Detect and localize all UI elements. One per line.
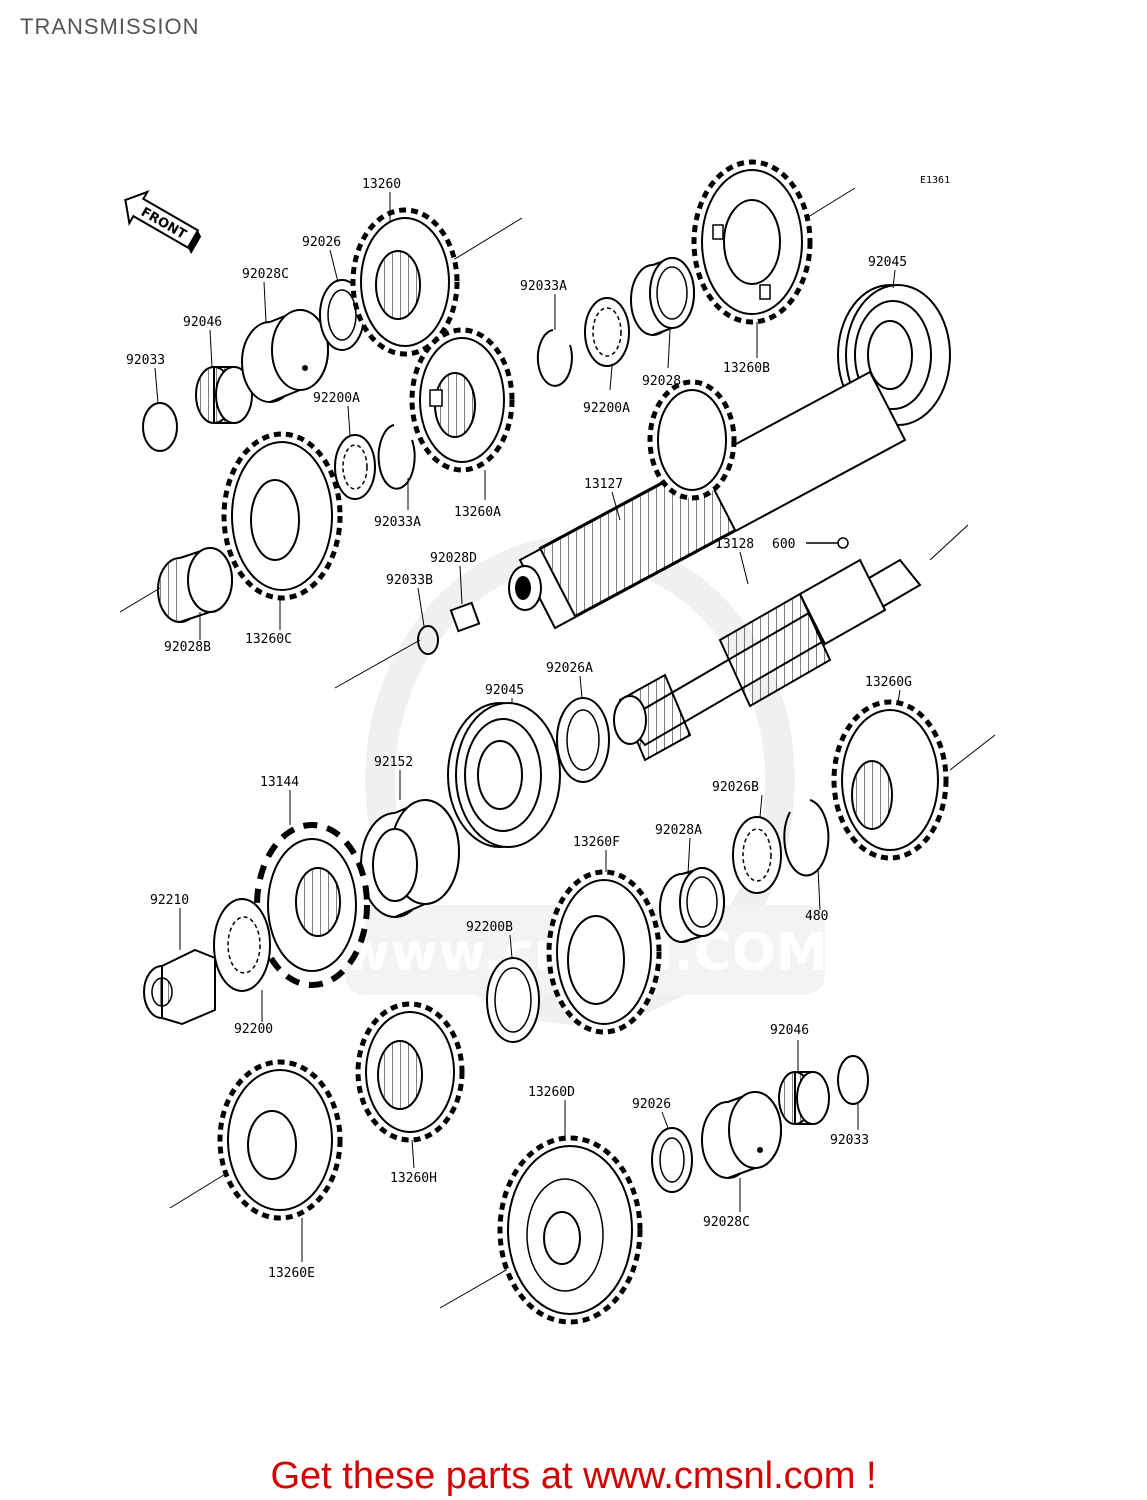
part-label[interactable]: 92210 (150, 893, 189, 908)
gear-13260C[interactable] (221, 431, 343, 601)
toothed-washer-92200A-lower[interactable] (334, 434, 376, 500)
needle-bearing-92046-lower[interactable] (778, 1071, 830, 1125)
part-label[interactable]: 92033A (520, 279, 567, 294)
bushing-92028A[interactable] (659, 866, 725, 943)
part-label[interactable]: 92028 (642, 374, 681, 389)
part-label[interactable]: 13260D (528, 1085, 575, 1100)
part-label[interactable]: 92033 (830, 1133, 869, 1148)
sprocket-13144[interactable] (254, 822, 370, 988)
gear-13260[interactable] (350, 207, 460, 357)
gear-13260G[interactable] (831, 699, 949, 861)
part-label[interactable]: 92028A (655, 823, 702, 838)
gear-13260B[interactable] (691, 159, 813, 325)
footer-link-text[interactable]: Get these parts at www.cmsnl.com ! (270, 1455, 877, 1497)
page-title: TRANSMISSION (20, 14, 200, 39)
part-label[interactable]: 92200A (583, 401, 630, 416)
part-label[interactable]: 600 (772, 537, 795, 552)
circlip-92033A-upper[interactable] (536, 329, 573, 387)
part-label[interactable]: 92028C (242, 267, 289, 282)
gear-13260F[interactable] (546, 869, 662, 1035)
ball-600[interactable] (806, 537, 849, 549)
part-label[interactable]: 92028B (164, 640, 211, 655)
gear-13260E[interactable] (217, 1059, 343, 1221)
washer-92200B[interactable] (486, 957, 540, 1043)
part-label[interactable]: 92026 (302, 235, 341, 250)
part-label[interactable]: 13260G (865, 675, 912, 690)
part-label[interactable]: 92045 (485, 683, 524, 698)
main-shaft-13127[interactable] (508, 370, 907, 630)
washer-92026A[interactable] (556, 697, 610, 783)
part-label[interactable]: 92045 (868, 255, 907, 270)
ball-bearing-92045-lower[interactable] (447, 702, 561, 848)
circlip-92033[interactable] (142, 402, 178, 452)
part-label[interactable]: 480 (805, 909, 828, 924)
circlip-92033B[interactable] (417, 625, 439, 655)
circlip-92033-lower[interactable] (837, 1055, 869, 1105)
washer-92026-lower[interactable] (651, 1127, 693, 1193)
part-label[interactable]: 92033B (386, 573, 433, 588)
drive-shaft-13128[interactable] (613, 558, 922, 762)
part-label[interactable]: 13260E (268, 1266, 315, 1281)
part-label[interactable]: 13260B (723, 361, 770, 376)
part-label[interactable]: 92026 (632, 1097, 671, 1112)
part-label[interactable]: 92200B (466, 920, 513, 935)
collar-92028C[interactable] (241, 308, 329, 403)
part-label[interactable]: 92152 (374, 755, 413, 770)
part-label[interactable]: 92033 (126, 353, 165, 368)
nut-92210[interactable] (143, 948, 216, 1026)
collar-92152[interactable] (360, 798, 460, 918)
spacer-92028D[interactable] (449, 601, 481, 633)
part-label[interactable]: 13260C (245, 632, 292, 647)
part-label[interactable]: 13260F (573, 835, 620, 850)
gear-13260D[interactable] (497, 1135, 643, 1325)
needle-bearing-92028B[interactable] (157, 546, 233, 623)
part-label[interactable]: 92028D (430, 551, 477, 566)
part-label[interactable]: 13128 (715, 537, 754, 552)
part-label[interactable]: 92026B (712, 780, 759, 795)
part-label[interactable]: 92046 (770, 1023, 809, 1038)
needle-bearing-92046[interactable] (195, 366, 253, 424)
leader-lines (154, 192, 901, 1262)
circlip-92033A-lower[interactable] (377, 424, 416, 490)
circlip-480[interactable] (783, 799, 830, 877)
washer-92026B[interactable] (732, 816, 782, 894)
diagram-code: E1361 (920, 175, 950, 186)
bushing-92028[interactable] (630, 256, 695, 336)
front-arrow-icon: FRONT (124, 190, 202, 255)
part-label[interactable]: 92200 (234, 1022, 273, 1037)
gear-13260A[interactable] (409, 327, 515, 473)
collar-92028C-lower[interactable] (701, 1090, 782, 1179)
part-labels: 13260 92026 92028C 92046 92033 92033A 92… (126, 177, 912, 1281)
part-label[interactable]: 92028C (703, 1215, 750, 1230)
part-label[interactable]: 92026A (546, 661, 593, 676)
part-label[interactable]: 13260 (362, 177, 401, 192)
toothed-washer-92200[interactable] (213, 898, 271, 992)
part-label[interactable]: 92046 (183, 315, 222, 330)
part-label[interactable]: 92033A (374, 515, 421, 530)
part-label[interactable]: 13260A (454, 505, 501, 520)
part-label[interactable]: 92200A (313, 391, 360, 406)
part-label[interactable]: 13260H (390, 1171, 437, 1186)
part-label[interactable]: 13127 (584, 477, 623, 492)
gear-13260H[interactable] (355, 1001, 465, 1143)
ball-bearing-92045-upper[interactable] (837, 284, 951, 426)
part-label[interactable]: 13144 (260, 775, 299, 790)
toothed-washer-92200A-upper[interactable] (584, 297, 630, 367)
